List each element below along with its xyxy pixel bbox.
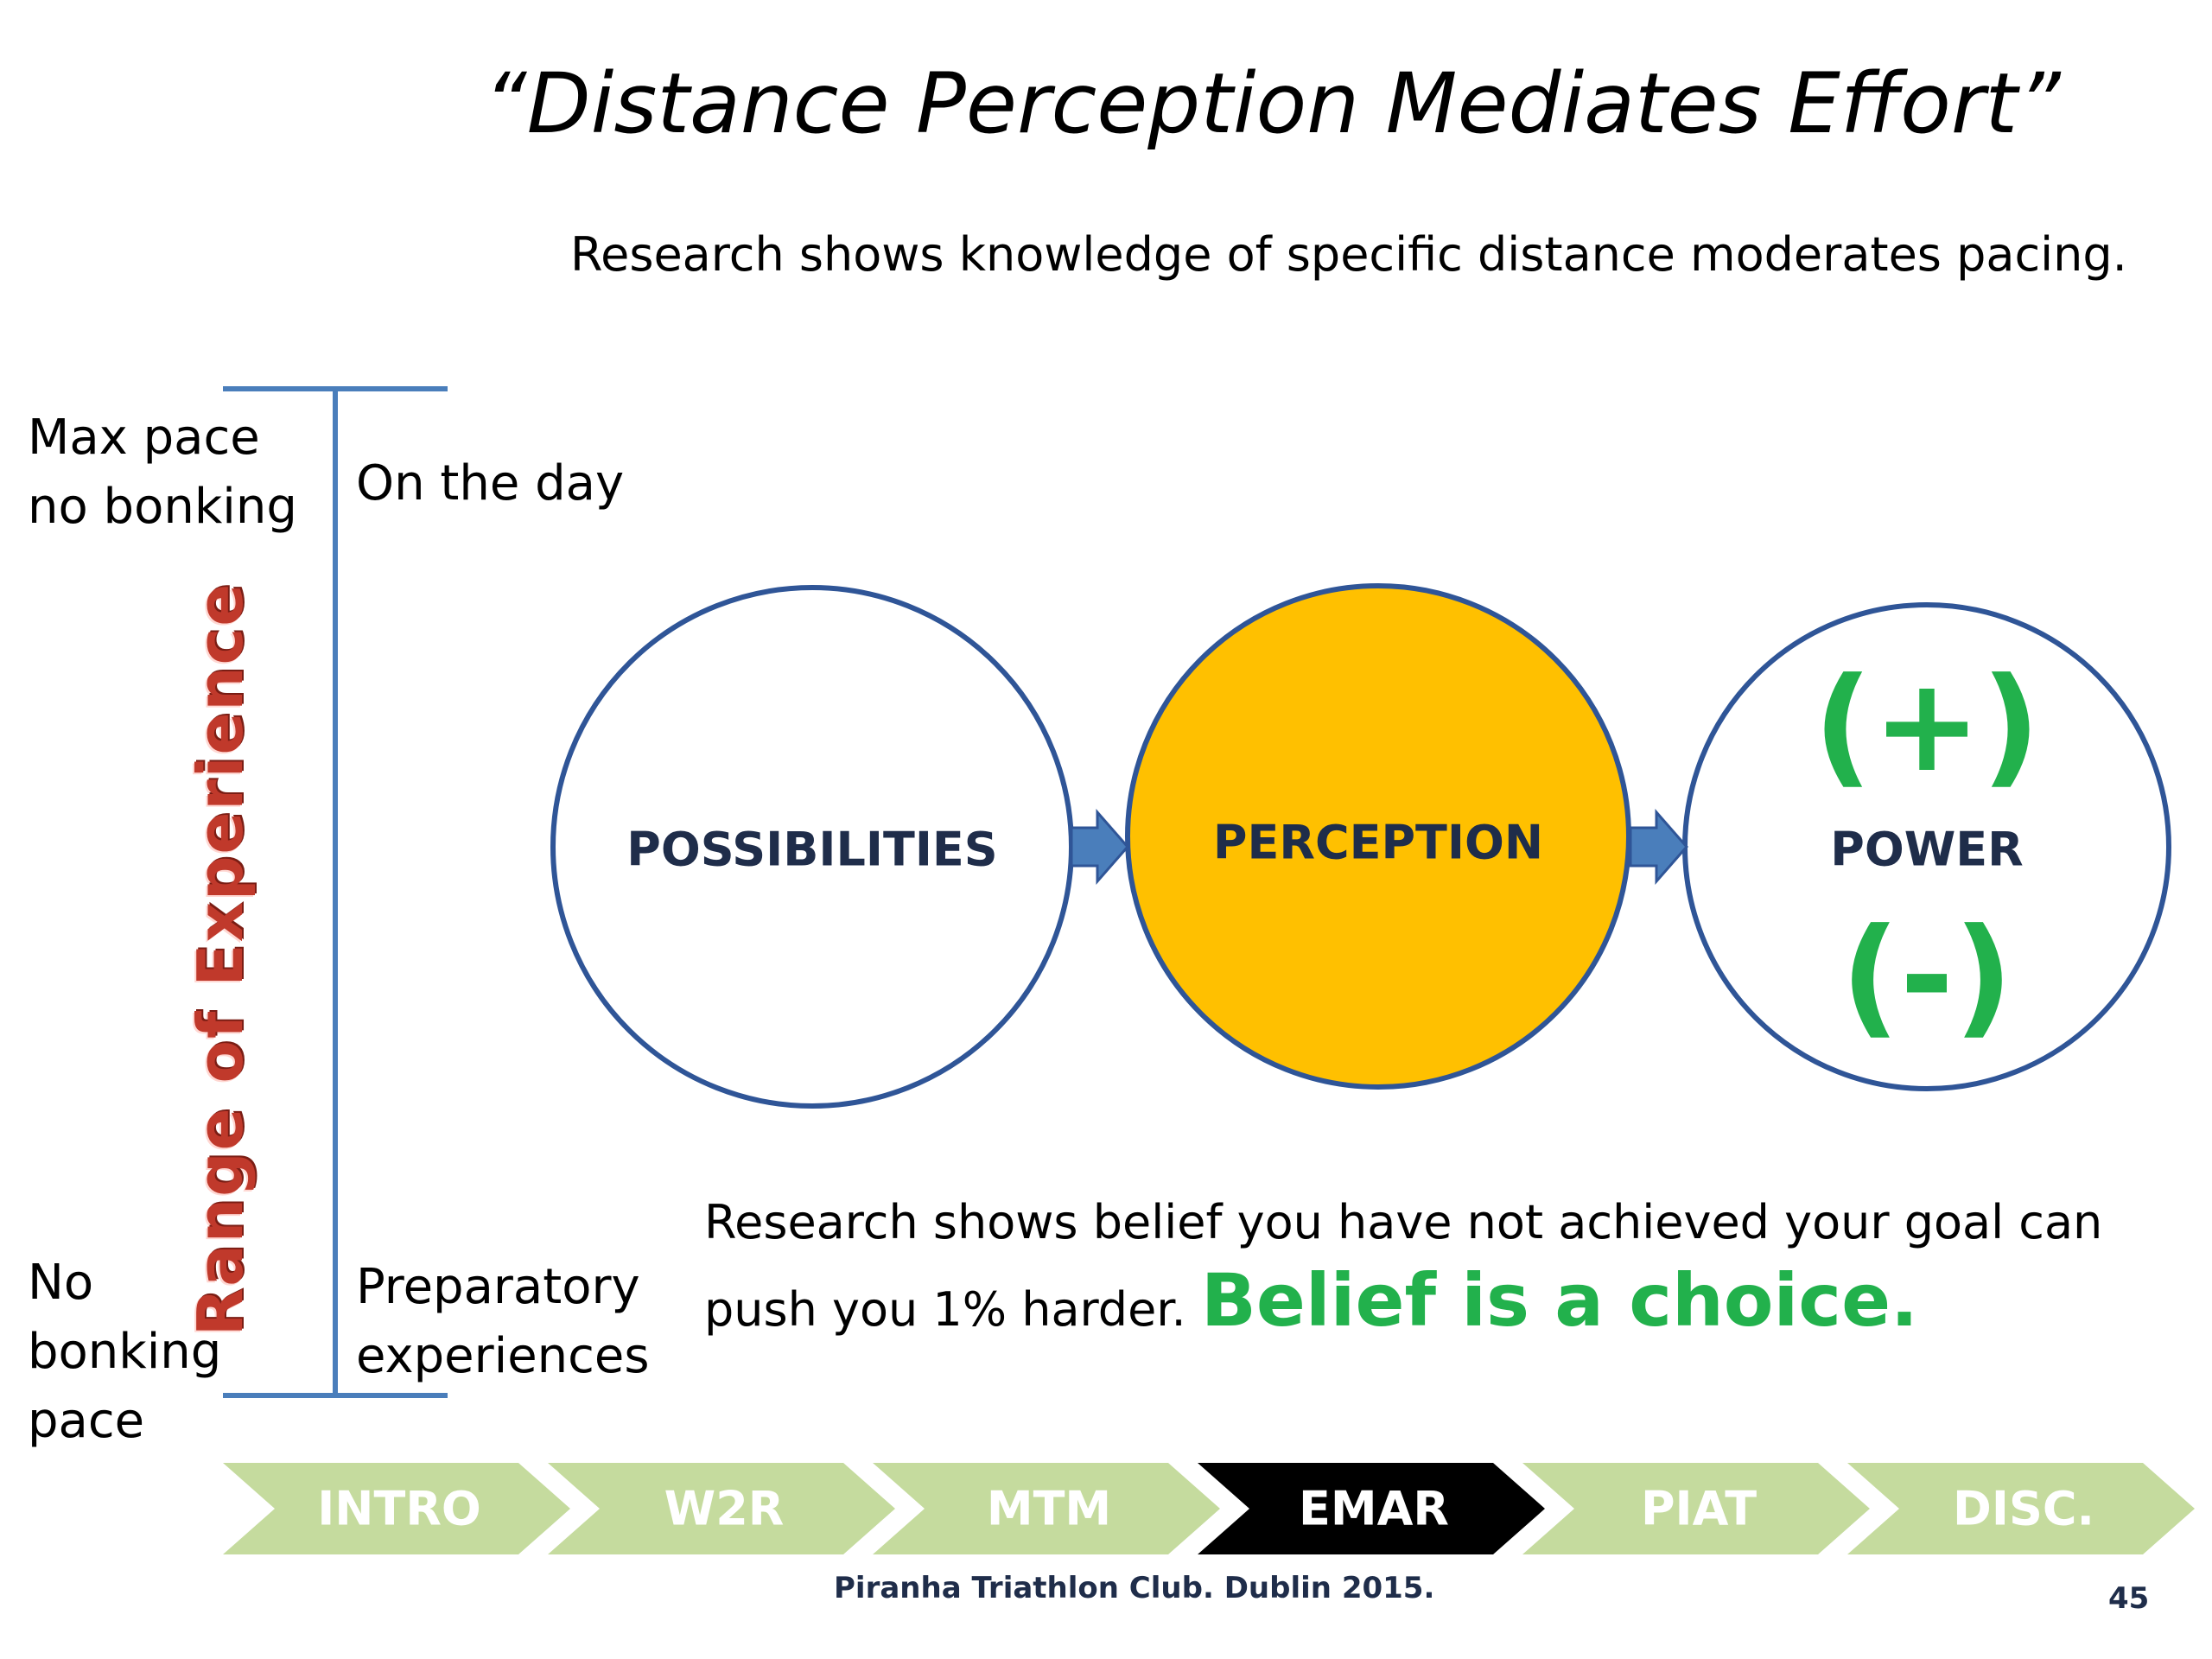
possibilities-label: POSSIBILITIES	[626, 822, 998, 877]
belief-emphasis: Belief is a choice.	[1200, 1258, 1918, 1343]
nav-item-emar[interactable]	[1198, 1463, 1545, 1554]
scale-top-left-label: Max pace no bonking	[28, 410, 297, 535]
slide-subtitle: Research shows knowledge of specific dis…	[570, 227, 2127, 282]
belief-note-text: Research shows belief you have not achie…	[704, 1195, 2103, 1337]
nav-item-w2r[interactable]	[548, 1463, 895, 1554]
nav-item-intro[interactable]	[223, 1463, 570, 1554]
power-label: POWER	[1830, 822, 2024, 877]
nav-label-piat: PIAT	[1640, 1481, 1758, 1536]
negative-sign: (-)	[1840, 901, 2013, 1052]
perception-label: PERCEPTION	[1212, 815, 1544, 870]
page-number: 45	[2108, 1581, 2150, 1616]
perception-circle	[1125, 583, 1631, 1090]
scale-bottom-right-label: Preparatory experiences	[356, 1259, 650, 1384]
nav-item-mtm[interactable]	[873, 1463, 1220, 1554]
footer-text: Piranha Triathlon Club. Dublin 2015.	[834, 1571, 1435, 1605]
scale-top-right-label: On the day	[356, 455, 625, 512]
slide-title: “Distance Perception Mediates Effort”	[484, 55, 2061, 152]
nav-label-disc: DISC.	[1953, 1481, 2094, 1536]
positive-sign: (+)	[1813, 651, 2041, 801]
nav-item-piat[interactable]	[1522, 1463, 1870, 1554]
arrow-right-icon	[1629, 809, 1688, 885]
scale-bottom-left-label: No bonking pace	[28, 1255, 222, 1449]
nav-label-intro: INTRO	[317, 1481, 481, 1536]
nav-label-mtm: MTM	[986, 1481, 1112, 1536]
arrow-right-icon	[1070, 809, 1129, 885]
nav-label-w2r: W2R	[664, 1481, 785, 1536]
belief-note: Research shows belief you have not achie…	[704, 1184, 2173, 1349]
nav-item-disc[interactable]	[1847, 1463, 2195, 1554]
nav-label-emar: EMAR	[1299, 1481, 1449, 1536]
